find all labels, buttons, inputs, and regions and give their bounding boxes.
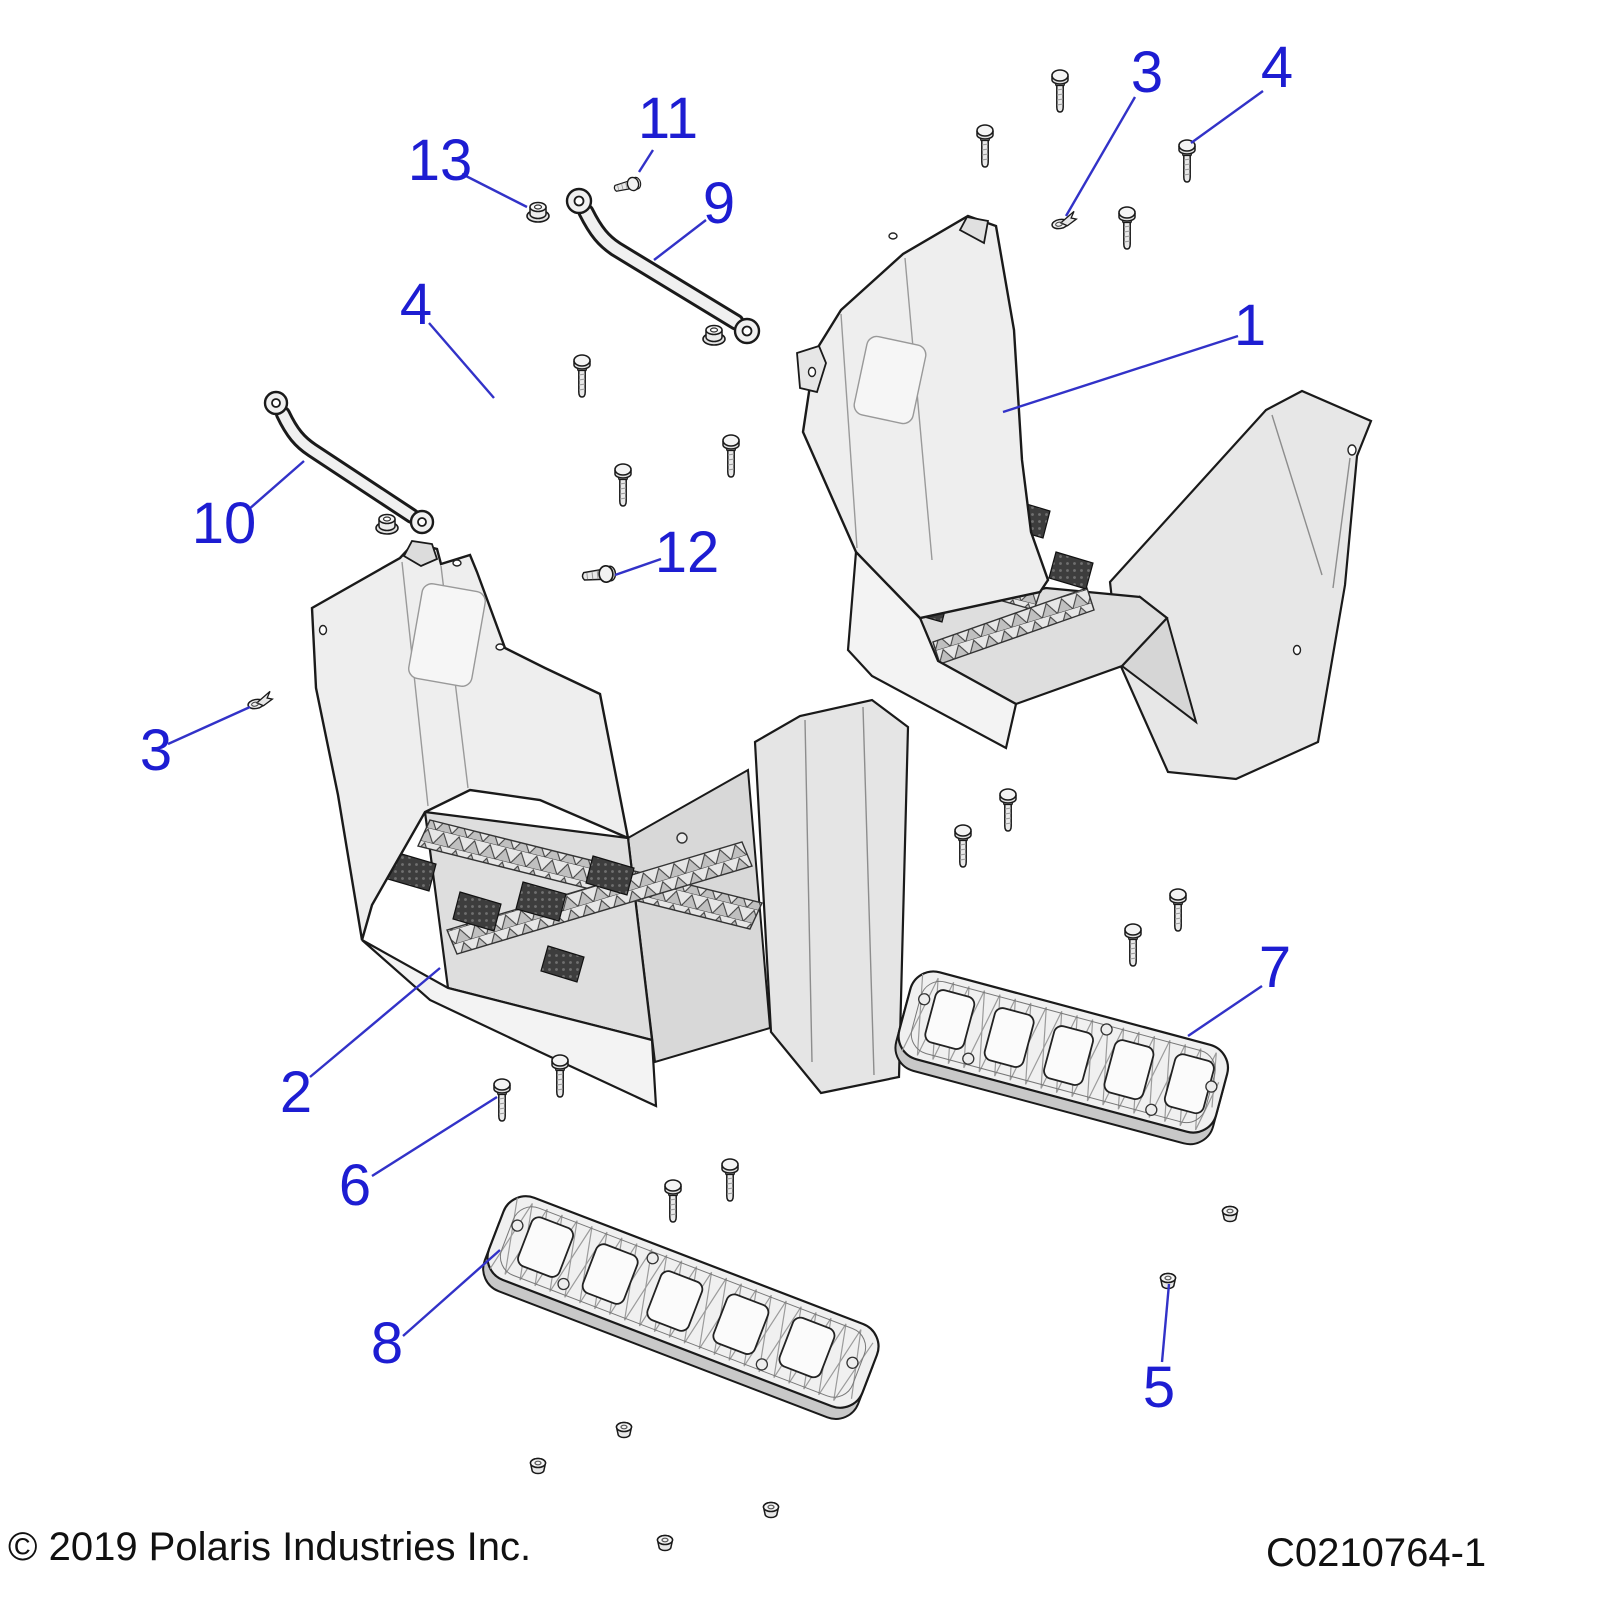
callout-3-left: 3	[140, 718, 172, 783]
callout-9: 9	[703, 171, 735, 236]
leader-line-13	[461, 172, 528, 209]
footrest-plate-left	[482, 1195, 880, 1420]
tread-strip	[932, 587, 1095, 665]
footwell-left-back-wall	[310, 541, 630, 941]
drawing-number: C0210764-1	[1266, 1531, 1486, 1575]
leader-line-8	[402, 1249, 501, 1337]
leader-line-5	[1160, 1283, 1171, 1363]
cap-nut-icon	[529, 1457, 547, 1475]
grip-pad	[585, 855, 635, 896]
callout-11: 11	[638, 86, 698, 151]
leader-line-3-left	[167, 705, 251, 746]
callout-4-top: 4	[1261, 35, 1293, 100]
cap-nut-icon	[656, 1534, 674, 1552]
push-rivet-icon	[245, 690, 275, 711]
footwell-left	[310, 540, 910, 1108]
grip-pad	[540, 945, 585, 983]
flange-nut-icon	[702, 324, 726, 346]
screw-icon	[664, 1179, 682, 1223]
footwell-left-skirt	[361, 939, 658, 1108]
flange-nut-icon	[375, 513, 399, 535]
leader-line-10	[247, 460, 305, 511]
leader-line-4-top	[1190, 90, 1264, 144]
callout-3-top: 3	[1131, 40, 1163, 105]
screw-icon	[551, 1054, 569, 1098]
leader-line-2	[309, 967, 441, 1078]
screw-icon	[999, 788, 1017, 832]
grip-pad	[452, 891, 502, 932]
screw-icon	[614, 463, 632, 507]
cap-nut-icon	[615, 1421, 633, 1439]
leader-line-3-top	[1064, 96, 1137, 217]
screw-icon	[1118, 206, 1136, 250]
leader-line-6	[371, 1095, 498, 1178]
screw-icon	[573, 354, 591, 398]
footwell-right-skirt	[846, 549, 1018, 750]
screw-icon	[954, 824, 972, 868]
leader-line-11	[637, 149, 655, 173]
callout-13: 13	[408, 128, 473, 193]
screw-icon	[1051, 69, 1069, 113]
callout-5: 5	[1143, 1355, 1175, 1420]
screw-icon	[976, 124, 994, 168]
flange-nut-icon	[526, 201, 550, 223]
callout-2: 2	[280, 1060, 312, 1125]
leader-line-1	[1002, 334, 1239, 414]
screw-icon	[1124, 923, 1142, 967]
bolt-icon	[612, 175, 643, 196]
callout-10: 10	[192, 491, 257, 556]
footwell-right	[796, 214, 1373, 781]
screw-icon	[721, 1158, 739, 1202]
bolt-icon	[580, 564, 618, 586]
footwell-right-flap	[1108, 389, 1373, 781]
screw-icon	[1178, 139, 1196, 183]
screw-icon	[722, 434, 740, 478]
callout-12: 12	[655, 520, 720, 585]
mount-tab	[958, 215, 990, 245]
screw-icon	[493, 1078, 511, 1122]
screw-icon	[1169, 888, 1187, 932]
tread-strip	[446, 841, 753, 955]
copyright-notice: © 2019 Polaris Industries Inc.	[8, 1525, 531, 1569]
push-rivet-icon	[1049, 210, 1079, 231]
callout-4-left: 4	[400, 272, 432, 337]
support-rod-upper	[565, 187, 761, 345]
grip-pad	[515, 881, 567, 922]
callout-labels: 1 2 3 3 4 4 5 6 7 8 9 10 11 12 13	[140, 35, 1293, 1420]
cap-nut-icon	[762, 1501, 780, 1519]
callout-7: 7	[1259, 935, 1291, 1000]
leader-line-4-left	[428, 322, 495, 399]
footwell-right-back-wall	[801, 214, 1050, 620]
footrest-plate-right	[894, 970, 1230, 1146]
leader-lines	[167, 90, 1264, 1363]
callout-8: 8	[371, 1311, 403, 1376]
footwell-left-flap	[753, 698, 910, 1095]
cap-nut-icon	[1221, 1205, 1239, 1223]
grip-pad	[1048, 551, 1094, 590]
callout-1: 1	[1234, 293, 1266, 358]
callout-6: 6	[339, 1153, 371, 1218]
mount-tab	[402, 540, 439, 568]
leader-line-12	[614, 557, 662, 577]
leader-line-9	[653, 219, 707, 261]
leader-line-7	[1187, 985, 1263, 1037]
support-rod-lower	[263, 390, 435, 535]
